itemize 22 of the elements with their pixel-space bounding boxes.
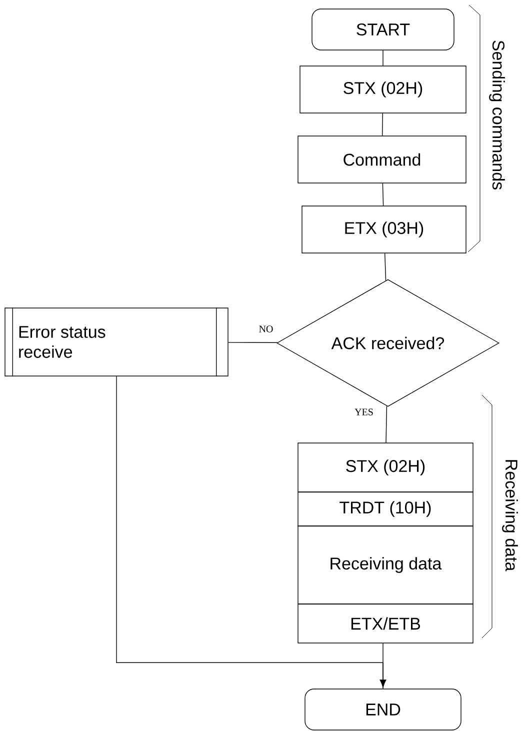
predefined-process-box: Error status receive: [4, 307, 228, 377]
arrow: [116, 376, 386, 688]
bracket-label: Sending commands: [489, 40, 505, 190]
process-box: ETX/ETB: [298, 604, 474, 644]
connector-line: [382, 643, 384, 689]
process-box: Receiving data: [298, 526, 474, 604]
process-box: Command: [298, 136, 466, 184]
connector-line: [382, 113, 383, 136]
connector-line: [384, 253, 386, 281]
process-box: TRDT (10H): [298, 492, 474, 526]
edge-label: YES: [354, 408, 374, 416]
connector-line: [228, 342, 278, 343]
terminal-box: END: [304, 688, 462, 730]
connector-line: [386, 406, 388, 443]
process-box: STX (02H): [300, 66, 466, 114]
edge-label: NO: [258, 324, 274, 334]
bracket-label: Receiving data: [502, 460, 518, 572]
terminal-box: START: [312, 8, 454, 50]
process-box: ETX (03H): [302, 206, 466, 254]
connector-line: [382, 50, 384, 66]
process-box: STX (02H): [298, 442, 474, 492]
connector-line: [382, 183, 384, 206]
